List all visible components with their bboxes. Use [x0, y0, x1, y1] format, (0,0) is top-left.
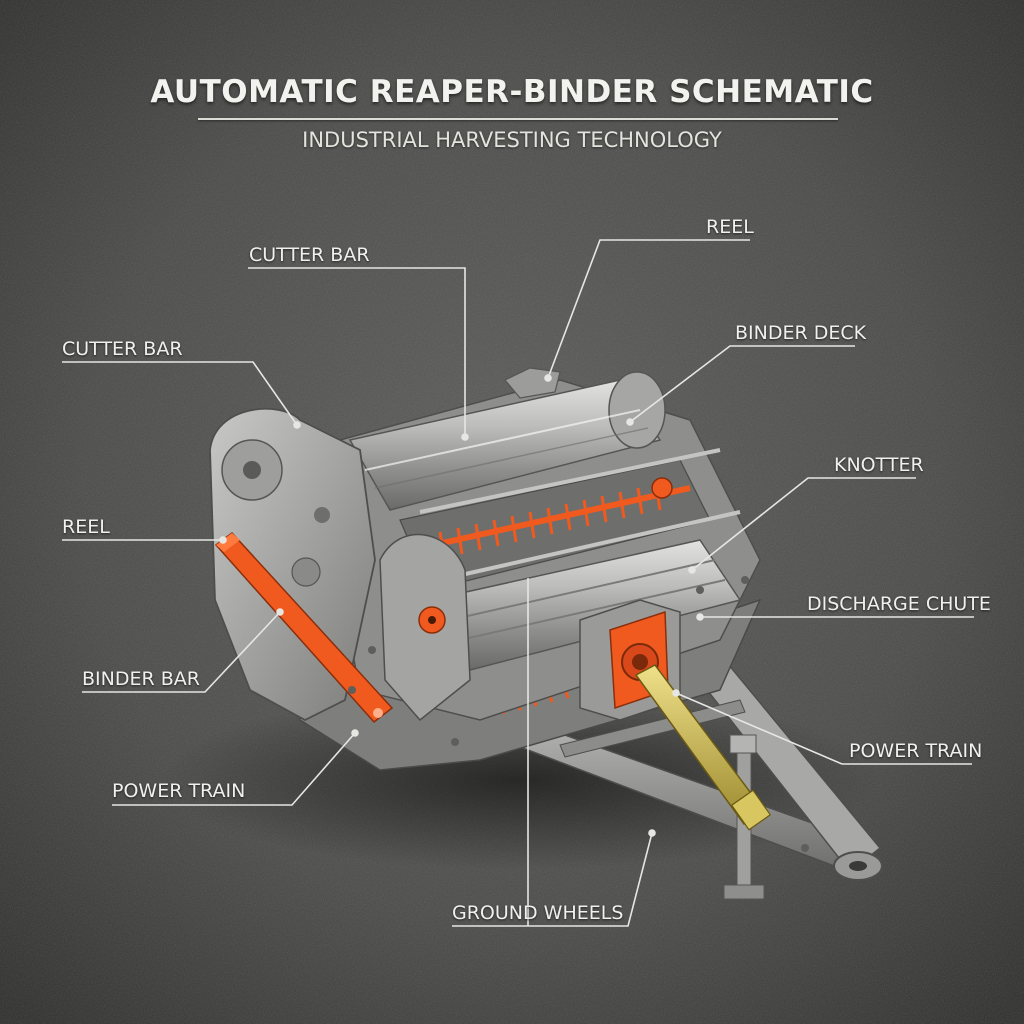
label-power-train-right: POWER TRAIN	[849, 740, 983, 762]
label-cutter-bar-top: CUTTER BAR	[249, 244, 370, 266]
leader-reel-top	[544, 239, 750, 382]
label-reel-left: REEL	[62, 516, 110, 538]
inner-side-plate	[379, 533, 471, 722]
bolts	[348, 576, 809, 852]
title-rule	[198, 118, 838, 120]
label-knotter: KNOTTER	[834, 454, 924, 476]
page-title: AUTOMATIC REAPER-BINDER SCHEMATIC	[150, 74, 874, 110]
label-ground-wheels: GROUND WHEELS	[452, 902, 624, 924]
top-drum	[348, 371, 666, 511]
label-reel-top: REEL	[706, 216, 754, 238]
pto-drive-shaft	[634, 664, 772, 831]
leader-reel-left	[62, 536, 227, 544]
binder-bar-arm	[214, 531, 394, 724]
label-binder-deck: BINDER DECK	[735, 322, 867, 344]
page-subtitle: INDUSTRIAL HARVESTING TECHNOLOGY	[302, 128, 722, 152]
label-power-train-left: POWER TRAIN	[112, 780, 246, 802]
leader-knotter	[688, 477, 916, 574]
label-binder-bar: BINDER BAR	[82, 668, 200, 690]
reel-assembly	[399, 448, 741, 591]
label-discharge-chute: DISCHARGE CHUTE	[807, 593, 991, 615]
leader-power-train-left	[112, 729, 359, 806]
leader-power-train-right	[672, 689, 972, 765]
leader-ground-wheels	[452, 578, 656, 927]
leader-discharge-chute	[696, 613, 974, 621]
leader-binder-deck	[626, 345, 855, 426]
label-cutter-bar-left: CUTTER BAR	[62, 338, 183, 360]
leader-binder-bar	[82, 608, 284, 693]
leader-cutter-bar-left	[62, 361, 301, 429]
leader-cutter-bar-top	[248, 267, 469, 441]
